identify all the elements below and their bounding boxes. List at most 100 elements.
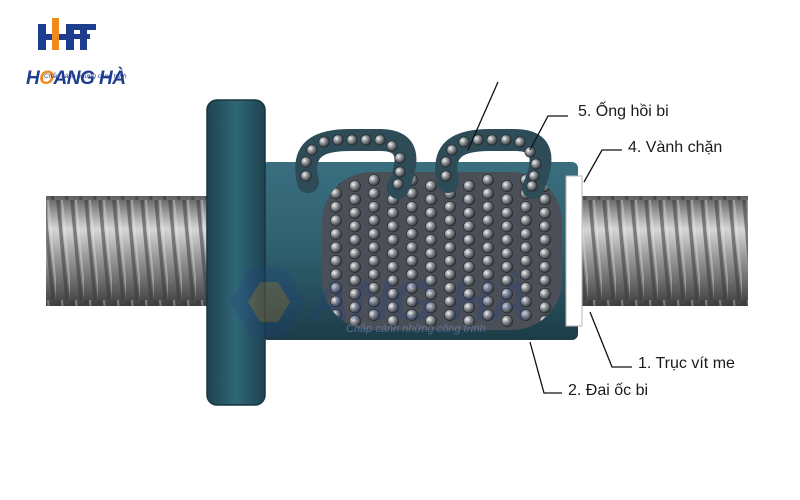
steel-ball: [482, 214, 494, 227]
steel-ball: [539, 301, 551, 314]
steel-ball: [482, 295, 494, 308]
steel-ball: [349, 180, 361, 192]
steel-ball: [349, 220, 361, 233]
steel-ball: [425, 247, 437, 260]
steel-ball: [444, 295, 456, 308]
return-ball: [446, 144, 458, 156]
label-screw-shaft: 1. Trục vít me: [638, 355, 735, 372]
steel-ball: [425, 261, 437, 273]
steel-ball: [539, 207, 551, 219]
steel-ball: [406, 282, 418, 294]
steel-ball: [387, 301, 399, 314]
steel-ball: [501, 193, 513, 206]
return-ball: [458, 136, 470, 148]
leader-screw-shaft: [589, 311, 632, 368]
return-ball: [524, 146, 536, 158]
steel-ball: [463, 315, 475, 327]
return-ball: [306, 144, 318, 156]
steel-ball: [406, 255, 418, 267]
steel-ball: [539, 288, 551, 300]
return-ball: [440, 170, 452, 182]
steel-ball: [463, 288, 475, 300]
steel-ball: [349, 274, 361, 287]
steel-ball: [501, 261, 513, 273]
return-ball: [300, 156, 312, 168]
steel-ball: [482, 309, 494, 321]
steel-ball: [520, 255, 532, 267]
steel-ball: [463, 301, 475, 314]
steel-ball: [444, 201, 456, 213]
return-ball: [394, 166, 406, 178]
return-ball: [360, 134, 372, 146]
steel-ball: [520, 309, 532, 321]
return-ball: [346, 134, 358, 146]
steel-ball: [406, 241, 418, 254]
steel-ball: [444, 228, 456, 240]
return-ball: [386, 140, 398, 152]
steel-ball: [539, 220, 551, 233]
steel-ball: [520, 268, 532, 281]
leader-return-tube-b: [529, 115, 568, 151]
return-ball: [514, 136, 526, 148]
steel-ball: [368, 174, 380, 186]
steel-ball: [463, 207, 475, 219]
label-deflector: 4. Vành chặn: [628, 139, 723, 156]
steel-ball: [520, 282, 532, 294]
steel-ball: [368, 282, 380, 294]
steel-ball: [387, 274, 399, 287]
steel-ball: [425, 301, 437, 314]
return-ball: [528, 170, 540, 182]
steel-ball: [406, 309, 418, 321]
steel-ball: [425, 220, 437, 233]
return-ball: [332, 134, 344, 146]
steel-ball: [501, 274, 513, 287]
steel-ball: [406, 201, 418, 213]
steel-ball: [482, 174, 494, 186]
steel-ball: [368, 268, 380, 281]
cutaway-interior: [322, 172, 562, 330]
steel-ball: [330, 201, 342, 213]
steel-ball: [425, 193, 437, 206]
steel-ball: [444, 268, 456, 281]
steel-ball: [444, 255, 456, 267]
steel-ball: [539, 274, 551, 287]
watermark-logo-icon: ANG HÀ: [230, 267, 531, 337]
steel-ball: [501, 220, 513, 233]
steel-ball: [444, 309, 456, 321]
steel-ball: [349, 234, 361, 246]
steel-ball: [539, 234, 551, 246]
steel-ball: [387, 247, 399, 260]
logo-mark-icon: [38, 18, 96, 50]
steel-ball: [330, 295, 342, 308]
svg-text:ANG HÀ: ANG HÀ: [308, 269, 531, 332]
steel-ball: [349, 247, 361, 260]
label-ball-nut: 2. Đai ốc bi: [568, 382, 649, 399]
steel-ball: [387, 234, 399, 246]
brand-word-h: H: [26, 68, 40, 89]
return-ball: [530, 158, 542, 170]
return-ball: [486, 134, 498, 146]
brand-word-rest: ANG HÀ: [53, 68, 126, 89]
steel-ball: [349, 288, 361, 300]
steel-ball: [482, 282, 494, 294]
steel-ball: [330, 268, 342, 281]
steel-ball: [501, 207, 513, 219]
steel-ball: [406, 214, 418, 227]
steel-ball: [520, 201, 532, 213]
steel-ball: [520, 228, 532, 240]
steel-ball: [482, 241, 494, 254]
steel-ball: [387, 220, 399, 233]
steel-ball: [520, 241, 532, 254]
steel-ball: [482, 201, 494, 213]
steel-ball: [425, 234, 437, 246]
steel-ball: [387, 288, 399, 300]
steel-ball: [368, 295, 380, 308]
return-ball: [300, 170, 312, 182]
steel-ball: [406, 295, 418, 308]
steel-ball: [520, 295, 532, 308]
steel-ball: [501, 315, 513, 327]
steel-ball: [501, 301, 513, 314]
steel-ball: [482, 255, 494, 267]
steel-ball: [463, 180, 475, 192]
leader-deflector: [583, 149, 622, 183]
